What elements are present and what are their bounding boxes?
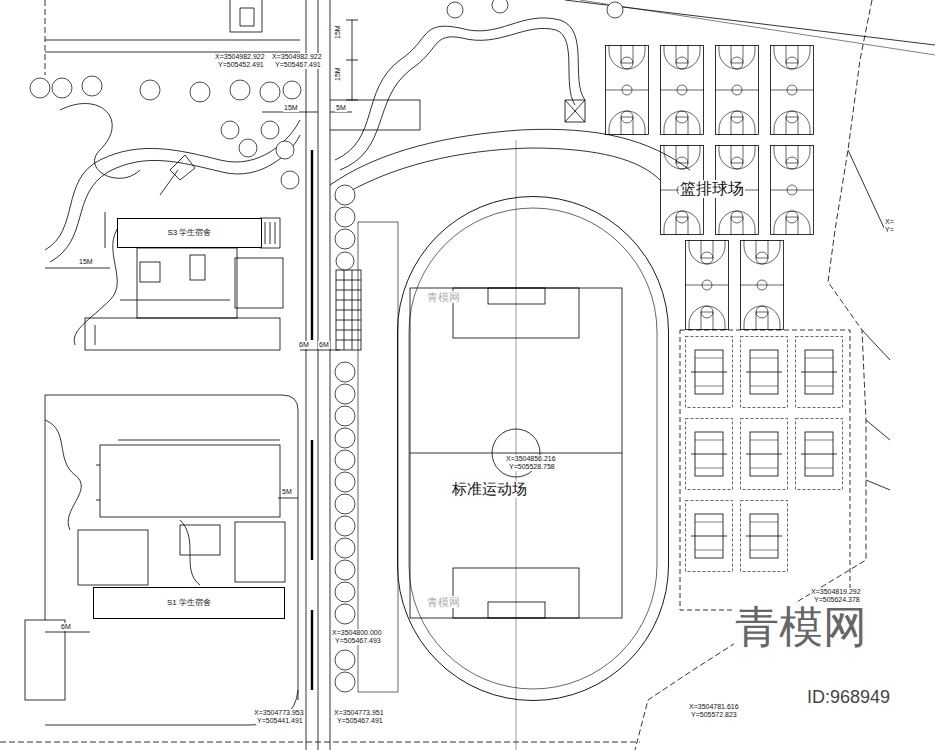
coordinate-label: X=3504819.292 <box>810 588 862 596</box>
coordinate-label: X=3504773.953 <box>253 709 305 717</box>
dimension-label: 15M <box>334 24 342 40</box>
dimension-label: 6M <box>318 341 330 349</box>
dimension-label: 15M <box>78 258 94 266</box>
building-name: S1 学生宿舍 <box>165 599 213 608</box>
coordinate-label: Y=505467.491 <box>274 61 322 69</box>
watermark: 青模网 <box>426 291 461 303</box>
dimension-label: 15M <box>283 104 299 112</box>
dimension-label: 15M <box>334 66 342 82</box>
track-line <box>398 197 669 701</box>
coordinate-label: Y=505467.491 <box>336 717 384 725</box>
watermark: 青模网 <box>426 596 461 608</box>
coordinate-label: X=3504800.000 <box>331 629 383 637</box>
watermark: ID:968949 <box>806 688 891 708</box>
coordinate-label: Y=505467.493 <box>334 637 382 645</box>
track-outline <box>397 196 669 701</box>
coordinate-label: X=3504982.922 <box>271 53 323 61</box>
dimension-label: 6M <box>60 623 72 631</box>
dimension-label: 5M <box>281 488 293 496</box>
watermark: 青模网 <box>734 603 868 651</box>
coordinate-label: Y=505528.758 <box>508 463 556 471</box>
area-label: 篮排球场 <box>679 180 745 198</box>
coordinate-label: Y=505452.491 <box>217 61 265 69</box>
field-name: 标准运动场 <box>450 481 529 498</box>
coordinate-label: X=3504781.616 <box>688 703 740 711</box>
coordinate-label: Y=505441.491 <box>256 717 304 725</box>
building: S1 学生宿舍 <box>93 587 285 619</box>
sports-field: 标准运动场 <box>397 196 669 701</box>
coordinate-label: X=3504856.216 <box>505 455 557 463</box>
coordinate-label: X=3504773.951 <box>333 709 385 717</box>
building: S3 学生宿舍 <box>117 218 262 248</box>
coordinate-label: Y=505572.823 <box>690 711 738 719</box>
coordinate-label: Y= <box>884 226 895 234</box>
coordinate-label: X= <box>884 218 895 226</box>
coordinate-label: X=3504982.922 <box>214 53 266 61</box>
dimension-label: 5M <box>335 104 347 112</box>
dimension-label: 6M <box>298 341 310 349</box>
building-name: S3 学生宿舍 <box>165 229 213 238</box>
